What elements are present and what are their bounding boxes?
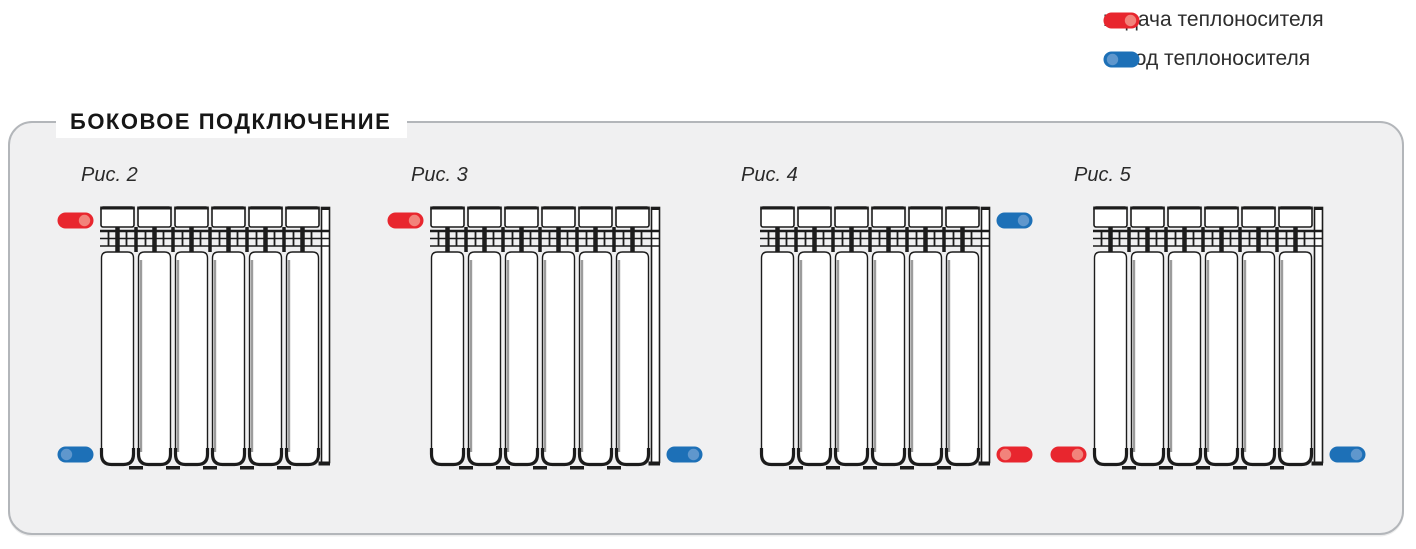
supply-pill-icon: [1050, 446, 1087, 463]
figure-ris-5: Рис. 5: [1048, 164, 1368, 476]
figure-label: Рис. 5: [1074, 164, 1131, 186]
radiator-drawing: [1092, 206, 1324, 470]
supply-pill-icon: [387, 212, 424, 229]
legend-item-supply: подача теплоносителя: [1103, 8, 1324, 31]
legend: подача теплоносителя отвод теплоносителя: [1103, 8, 1324, 70]
side-connection-panel: БОКОВОЕ ПОДКЛЮЧЕНИЕ Рис. 2 Рис. 3 Рис. 4 Ри…: [8, 106, 1404, 535]
radiator-drawing: [759, 206, 991, 470]
legend-item-return: отвод теплоносителя: [1103, 47, 1324, 70]
legend-label: подача теплоносителя: [1103, 8, 1324, 31]
figure-ris-3: Рис. 3: [385, 164, 705, 476]
legend-label: отвод теплоносителя: [1103, 47, 1311, 70]
figure-label: Рис. 3: [411, 164, 468, 186]
return-pill-icon: [1329, 446, 1366, 463]
figure-label: Рис. 2: [81, 164, 138, 186]
return-pill-icon: [1103, 51, 1140, 67]
radiator-drawing: [429, 206, 661, 470]
radiator-drawing: [99, 206, 331, 470]
return-pill-icon: [57, 446, 94, 463]
supply-pill-icon: [996, 446, 1033, 463]
return-pill-icon: [996, 212, 1033, 229]
figure-ris-4: Рис. 4: [715, 164, 1035, 476]
figure-label: Рис. 4: [741, 164, 798, 186]
panel-title: БОКОВОЕ ПОДКЛЮЧЕНИЕ: [56, 106, 408, 138]
supply-pill-icon: [1103, 12, 1140, 28]
return-pill-icon: [666, 446, 703, 463]
figure-ris-2: Рис. 2: [55, 164, 375, 476]
supply-pill-icon: [57, 212, 94, 229]
